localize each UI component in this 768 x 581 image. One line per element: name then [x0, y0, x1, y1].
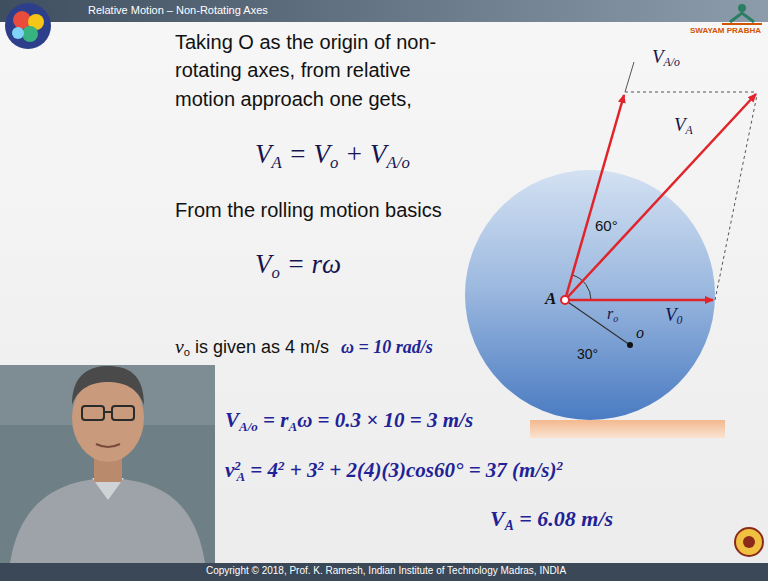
label-text: 60°	[595, 217, 618, 234]
subscript: A	[236, 469, 245, 484]
label-text: V	[255, 249, 272, 279]
label-text: From the rolling motion basics	[175, 199, 442, 221]
institute-logo	[735, 528, 763, 556]
label-text: V	[225, 408, 239, 432]
centre-point	[627, 342, 633, 348]
label-text: ω = 10 rad/s	[341, 337, 433, 357]
subscript: A/o	[239, 419, 258, 434]
vector-label: VA	[674, 114, 693, 138]
subscript: o	[613, 313, 618, 324]
label-text: = r	[258, 408, 289, 432]
label-text: = V	[282, 139, 330, 169]
subscript: 0	[677, 314, 683, 327]
subscript: o	[330, 153, 338, 172]
point-a	[561, 296, 569, 304]
header-bar	[0, 0, 768, 22]
label-text: = 6.08 m/s	[514, 506, 613, 531]
label-text: o	[636, 324, 644, 341]
label-text: V	[652, 46, 664, 67]
subscript: A	[288, 419, 297, 434]
label-text: V	[674, 114, 686, 135]
label-text: v	[225, 458, 234, 482]
centre-label: o	[636, 323, 644, 342]
ground	[530, 420, 725, 438]
label-text: Taking O as the origin of non-rotating a…	[175, 31, 436, 110]
label-text: v	[175, 335, 184, 357]
superscript: 2	[556, 458, 563, 473]
subscript: o	[184, 346, 190, 358]
equation: v2A = 42 + 32 + 2(4)(3)cos60° = 37 (m/s)…	[225, 458, 563, 484]
label-text: + 2(4)(3)cos60° = 37 (m/s)	[324, 458, 556, 482]
label-text: 30°	[577, 346, 598, 362]
swayam-logo	[722, 4, 762, 24]
subscript: A/o	[664, 56, 680, 69]
label-text: Copyright © 2018, Prof. K. Ramesh, India…	[206, 565, 566, 576]
subscript: A/o	[387, 153, 410, 172]
text-line: From the rolling motion basics	[175, 198, 442, 222]
angle-label: 30°	[577, 346, 598, 363]
superscript: 2	[278, 458, 285, 473]
label-text: = 4	[245, 458, 278, 482]
label-text: A	[545, 289, 556, 308]
label-text: V	[255, 139, 272, 169]
subscript: o	[272, 263, 280, 282]
given-line: vo is given as 4 m/s ω = 10 rad/s	[175, 335, 433, 359]
label-text: SWAYAM PRABHA	[690, 26, 761, 35]
equation: VA/o = rAω = 0.3 × 10 = 3 m/s	[225, 408, 473, 434]
label-text: r	[607, 305, 613, 322]
superscript: 2	[318, 458, 325, 473]
point-label: A	[545, 289, 556, 309]
presenter-photo	[0, 365, 215, 563]
logo-text: SWAYAM PRABHA	[690, 26, 761, 36]
course-logo	[5, 3, 51, 49]
label-text: + V	[338, 139, 386, 169]
label-text: V	[490, 506, 505, 531]
subscript: A	[505, 518, 514, 533]
angle-label: 60°	[595, 217, 618, 235]
equation: Vo = rω	[255, 248, 341, 283]
direction-line	[625, 62, 634, 92]
radius-label: ro	[607, 304, 618, 325]
equation: VA = Vo + VA/o	[255, 138, 410, 173]
vector-label: VA/o	[652, 46, 680, 70]
vector-label: V0	[665, 304, 683, 328]
subscript: A	[686, 124, 693, 137]
label-text: + 3	[285, 458, 318, 482]
label-text: V	[665, 304, 677, 325]
copyright: Copyright © 2018, Prof. K. Ramesh, India…	[2, 565, 768, 577]
footer-bar	[0, 563, 768, 581]
wheel	[465, 170, 715, 420]
label-text: = rω	[280, 249, 341, 279]
intro-text: Taking O as the origin of non-rotating a…	[175, 28, 467, 113]
slide-title: Relative Motion – Non-Rotating Axes	[88, 4, 268, 16]
parallelogram-lines	[625, 92, 757, 300]
label-text: ω = 0.3 × 10 = 3 m/s	[297, 408, 473, 432]
subscript: A	[272, 153, 282, 172]
result: VA = 6.08 m/s	[490, 506, 613, 534]
radius-line	[565, 300, 630, 345]
label-text: is given as 4 m/s	[190, 337, 329, 357]
velocity-vectors	[565, 94, 756, 300]
